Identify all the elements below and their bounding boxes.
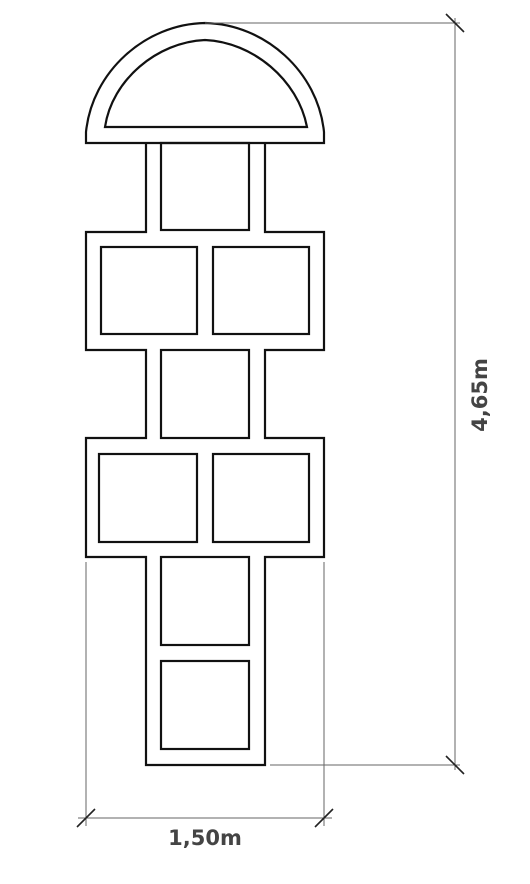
width-dimension: 1,50m — [76, 562, 334, 850]
square-middle — [159, 348, 251, 440]
width-tick-left — [76, 808, 96, 828]
square-bottom — [159, 659, 251, 751]
height-tick-top — [445, 13, 465, 33]
width-dimension-label: 1,50m — [168, 826, 242, 850]
semicircle-cap-inner — [103, 38, 309, 129]
body-outline — [84, 143, 326, 767]
height-dimension: 4,65m — [205, 13, 492, 775]
square-row4-right — [211, 452, 311, 544]
square-row2-right — [211, 245, 311, 336]
hopscotch-squares — [97, 141, 311, 751]
hopscotch-outline — [84, 21, 326, 767]
square-lower — [159, 555, 251, 647]
square-top — [159, 141, 251, 232]
height-tick-bottom — [445, 755, 465, 775]
height-dimension-label: 4,65m — [468, 358, 492, 432]
square-row4-left — [97, 452, 199, 544]
width-tick-right — [314, 808, 334, 828]
square-row2-left — [99, 245, 199, 336]
